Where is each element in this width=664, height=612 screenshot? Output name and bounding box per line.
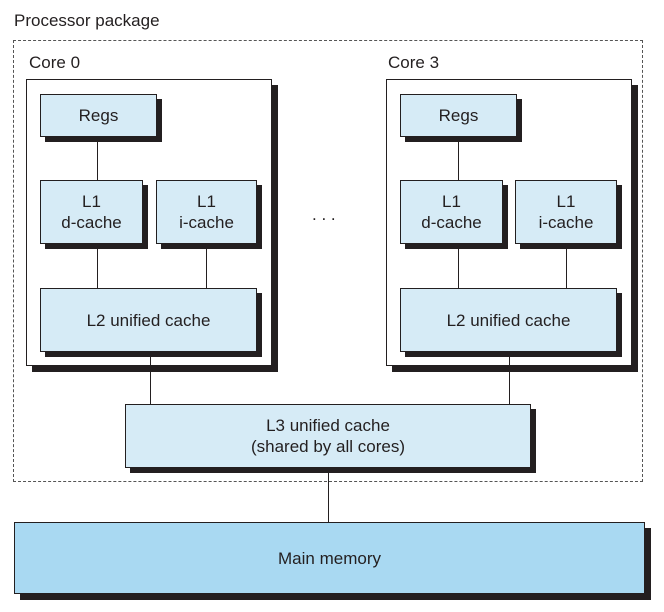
- core-0-l1-i-cache-label: L1 i-cache: [179, 192, 234, 232]
- core-0-l1-d-cache-label: L1 d-cache: [61, 192, 122, 232]
- l1i-to-l2-line-core-3: [566, 244, 567, 288]
- core-0-regs-label: Regs: [78, 106, 119, 125]
- l3-label: L3 unified cache (shared by all cores): [250, 416, 405, 456]
- regs-to-l1d-line-core-3: [458, 137, 459, 180]
- core-0-l1-d-cache: L1 d-cache: [40, 180, 143, 244]
- core-3-l1-i-cache: L1 i-cache: [515, 180, 617, 244]
- cores-ellipsis: . . .: [312, 205, 336, 224]
- core-0-label: Core 0: [29, 53, 81, 72]
- l1d-to-l2-line-core-0: [97, 244, 98, 288]
- core-3-label: Core 3: [388, 53, 440, 72]
- core-3-regs-label: Regs: [438, 106, 479, 125]
- core-0-l2-unified-cache: L2 unified cache: [40, 288, 257, 352]
- core-3-l1-d-cache: L1 d-cache: [400, 180, 503, 244]
- core-3-l1-d-cache-label: L1 d-cache: [421, 192, 482, 232]
- core-0-regs: Regs: [40, 94, 157, 137]
- core-0-l1-i-cache: L1 i-cache: [156, 180, 257, 244]
- core-3-to-l3-line: [509, 352, 510, 404]
- core-0-l2-label: L2 unified cache: [86, 310, 211, 330]
- core-3-l2-unified-cache: L2 unified cache: [400, 288, 617, 352]
- core-3-l1-i-cache-label: L1 i-cache: [538, 192, 594, 232]
- regs-to-l1d-line-core-0: [97, 137, 98, 180]
- l1i-to-l2-line-core-0: [206, 244, 207, 288]
- l3-unified-cache: L3 unified cache (shared by all cores): [125, 404, 531, 468]
- core-0-to-l3-line: [150, 352, 151, 404]
- package-label: Processor package: [14, 11, 160, 30]
- l3-to-main-memory-line: [328, 468, 329, 522]
- core-3-regs: Regs: [400, 94, 517, 137]
- l1d-to-l2-line-core-3: [458, 244, 459, 288]
- main-memory: Main memory: [14, 522, 645, 594]
- main-memory-label: Main memory: [278, 548, 381, 568]
- core-3-l2-label: L2 unified cache: [446, 310, 571, 330]
